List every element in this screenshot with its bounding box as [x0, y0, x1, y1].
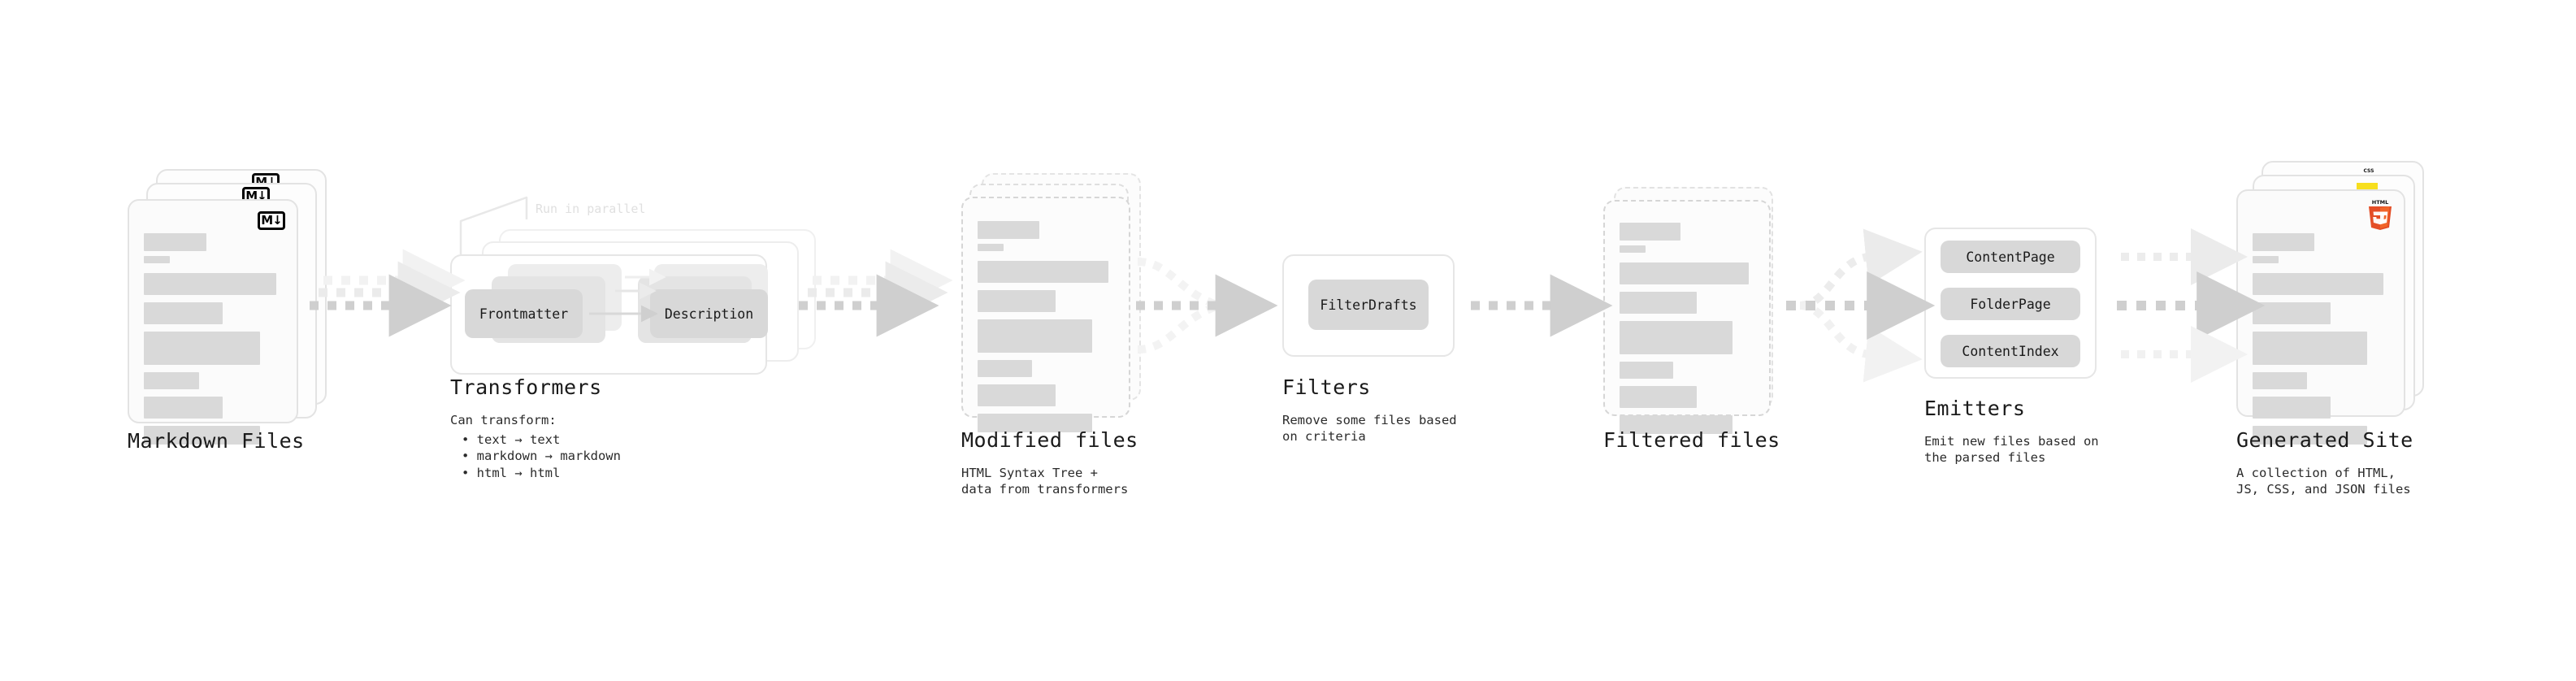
doc-line — [2253, 273, 2384, 295]
doc-placeholder-lines — [2253, 233, 2389, 445]
generated-site-caption: Generated Site — [2236, 428, 2413, 452]
doc-placeholder-lines — [144, 233, 282, 445]
doc-placeholder-lines — [1620, 223, 1754, 434]
doc-line — [978, 360, 1033, 377]
transformers-transform-list: text → text markdown → markdown html → h… — [462, 432, 621, 481]
modified-files-caption: Modified files — [961, 428, 1138, 452]
doc-line — [978, 384, 1056, 406]
svg-text:HTML: HTML — [2372, 199, 2388, 206]
emitter-pill-contentindex[interactable]: ContentIndex — [1941, 335, 2080, 367]
doc-line — [978, 414, 1093, 432]
doc-line — [2253, 397, 2331, 419]
run-in-parallel-label: Run in parallel — [536, 202, 646, 216]
doc-line — [1620, 223, 1680, 241]
transformer-pill-frontmatter[interactable]: Frontmatter — [465, 289, 583, 338]
transformer-pill-description[interactable]: Description — [650, 289, 768, 338]
markdown-icon: M↓ — [258, 211, 285, 230]
emitter-pill-contentpage[interactable]: ContentPage — [1941, 241, 2080, 273]
markdown-files-caption: Markdown Files — [128, 429, 305, 453]
doc-line — [144, 372, 199, 389]
filters-caption: Filters — [1282, 375, 1371, 399]
doc-line — [144, 426, 260, 445]
filtered-files-caption: Filtered files — [1603, 428, 1780, 452]
doc-line — [144, 332, 260, 365]
arrow-filtered-to-emitters — [1786, 228, 1936, 383]
filters-description: Remove some files based on criteria — [1282, 413, 1457, 445]
doc-line — [978, 244, 1004, 251]
doc-line — [144, 273, 277, 295]
arrow-emitters-to-generated — [2117, 228, 2266, 383]
doc-line — [2253, 256, 2279, 263]
emitters-description: Emit new files based on the parsed files — [1924, 434, 2099, 466]
filtered-card-front — [1603, 200, 1771, 434]
doc-line — [144, 302, 223, 324]
doc-line — [144, 397, 223, 419]
markdown-card-front: M↓ — [128, 199, 298, 445]
doc-placeholder-lines — [978, 221, 1114, 432]
emitters-caption: Emitters — [1924, 397, 2026, 420]
emitter-pill-folderpage[interactable]: FolderPage — [1941, 288, 2080, 320]
transformers-caption: Transformers — [450, 375, 602, 399]
doc-line — [144, 233, 206, 251]
doc-line — [1620, 292, 1697, 314]
doc-line — [1620, 321, 1733, 354]
modified-files-description: HTML Syntax Tree + data from transformer… — [961, 466, 1129, 497]
transform-list-item: html → html — [462, 465, 621, 481]
doc-line — [2253, 302, 2331, 324]
generated-card-front: HTML — [2236, 189, 2405, 445]
transformers-subtitle: Can transform: — [450, 413, 557, 427]
doc-line — [978, 261, 1109, 283]
transform-list-item: markdown → markdown — [462, 448, 621, 464]
doc-line — [978, 290, 1056, 312]
doc-line — [978, 221, 1039, 239]
doc-line — [978, 319, 1093, 353]
doc-line — [1620, 262, 1750, 284]
html5-icon-svg: HTML — [2369, 199, 2392, 230]
css3-icon-label: CSS — [2363, 168, 2374, 174]
doc-line — [2253, 426, 2368, 445]
doc-line — [2253, 332, 2368, 365]
html5-icon: HTML — [2366, 197, 2394, 230]
arrow-modified-to-filters — [1136, 258, 1278, 354]
doc-line — [144, 256, 171, 263]
doc-line — [2253, 233, 2314, 251]
modified-card-front — [961, 197, 1130, 432]
doc-line — [2253, 372, 2308, 389]
generated-site-description: A collection of HTML, JS, CSS, and JSON … — [2236, 466, 2411, 497]
doc-line — [1620, 362, 1674, 379]
filter-pill-filterdrafts[interactable]: FilterDrafts — [1308, 280, 1429, 330]
doc-line — [1620, 245, 1646, 253]
doc-line — [1620, 386, 1697, 408]
transform-list-item: text → text — [462, 432, 621, 448]
doc-line — [1620, 415, 1733, 434]
